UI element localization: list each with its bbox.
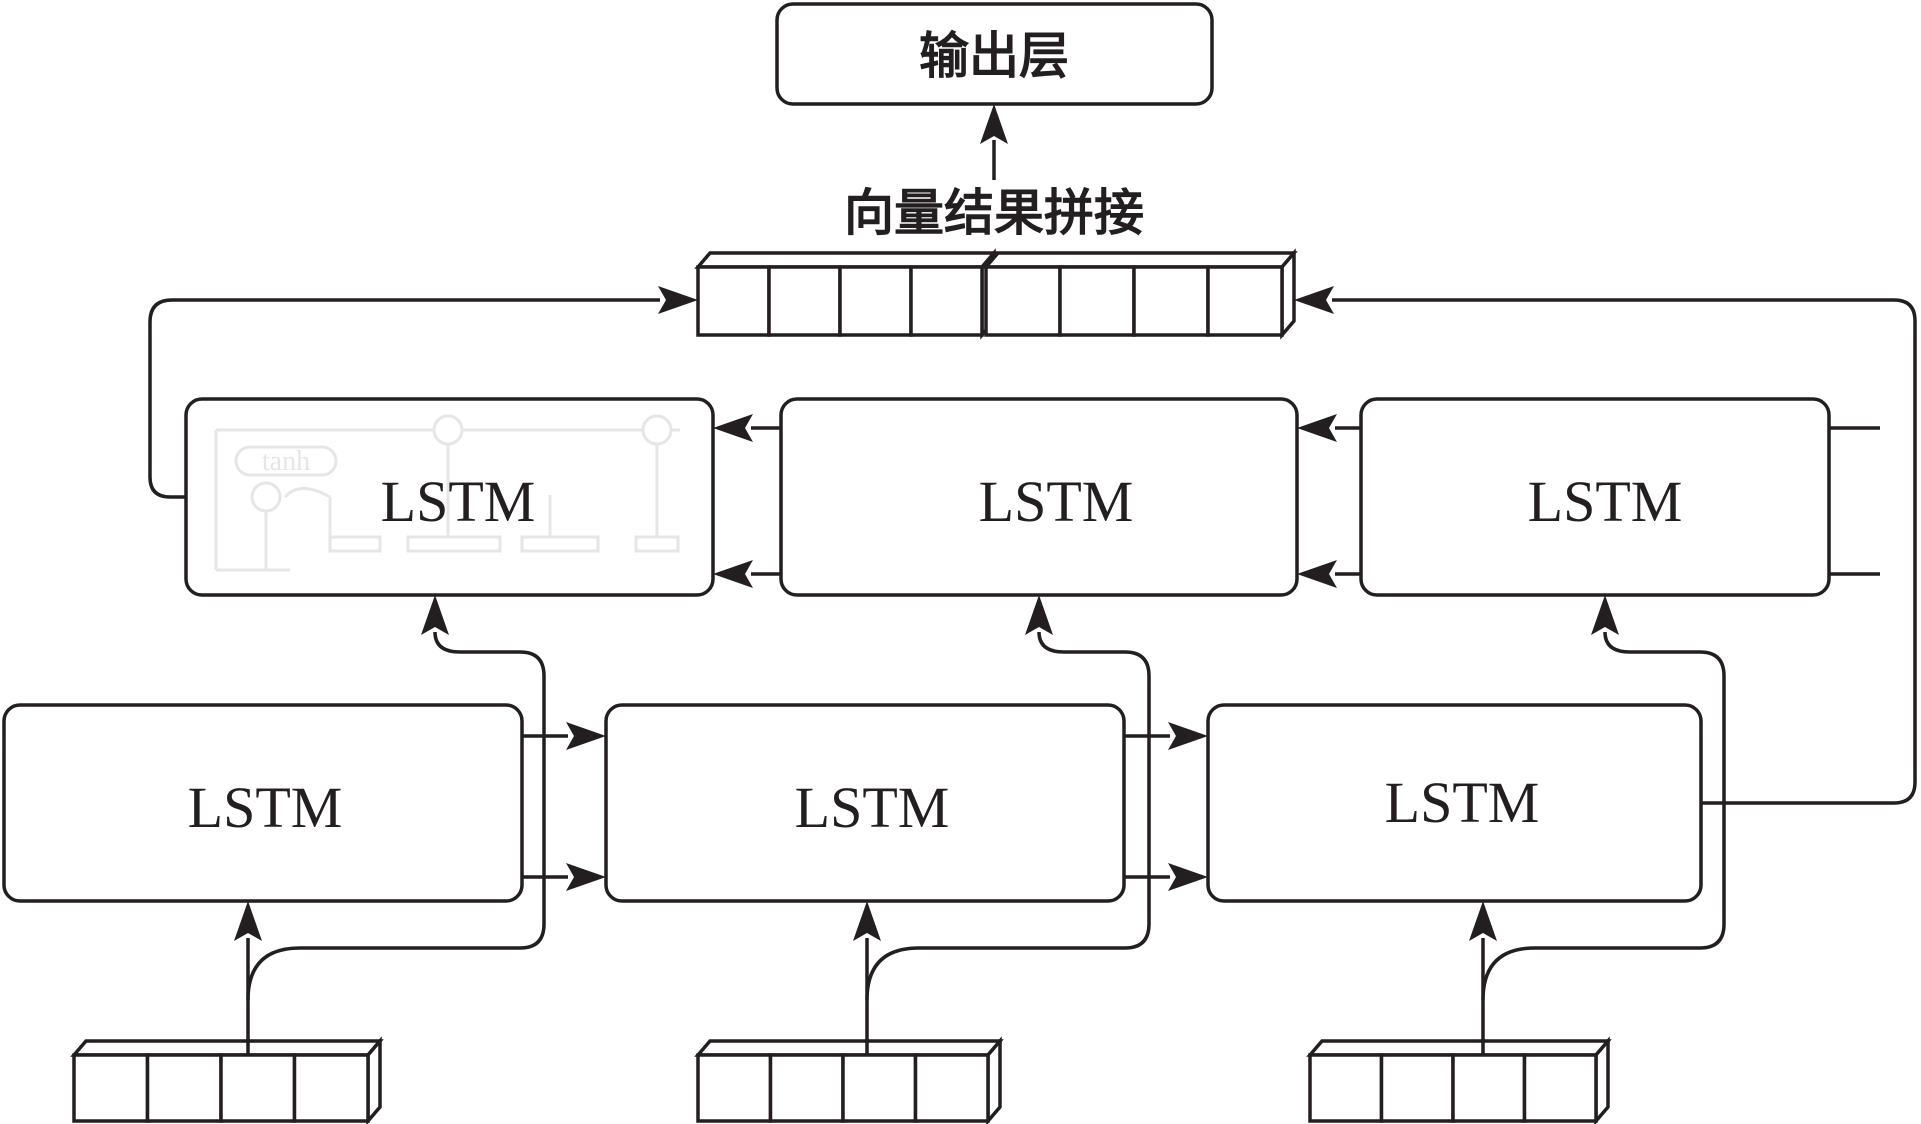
backward-lstm-row: tanh LSTM LSTM bbox=[184, 397, 1880, 597]
concat-vector bbox=[694, 248, 1298, 340]
input-vector-1 bbox=[70, 1036, 384, 1124]
concat-vector-left bbox=[694, 248, 998, 340]
input-arrows-3 bbox=[1469, 595, 1726, 1055]
forward-lstm-cell-3: LSTM bbox=[1206, 703, 1703, 903]
arrow-concat-to-output bbox=[980, 104, 1008, 180]
backward-lstm-label-2: LSTM bbox=[979, 469, 1134, 534]
forward-arrows-2-to-3 bbox=[1124, 722, 1208, 891]
forward-lstm-cell-2: LSTM bbox=[604, 703, 1126, 903]
concat-label: 向量结果拼接 bbox=[844, 184, 1144, 242]
backward-lstm-label-3: LSTM bbox=[1528, 469, 1683, 534]
input-vector-2 bbox=[694, 1036, 1004, 1124]
faint-lstm-internals: tanh bbox=[214, 414, 680, 572]
backward-output-path bbox=[148, 286, 698, 499]
output-layer: 输出层 bbox=[775, 2, 1214, 106]
forward-lstm-label-3: LSTM bbox=[1385, 770, 1540, 835]
input-arrows-1 bbox=[234, 595, 546, 1055]
forward-lstm-row: LSTM LSTM LSTM bbox=[2, 703, 1703, 903]
forward-lstm-label-1: LSTM bbox=[188, 775, 343, 840]
backward-lstm-cell-1: tanh LSTM bbox=[184, 397, 715, 597]
faint-tanh-label: tanh bbox=[262, 446, 310, 477]
backward-initial-state-lines bbox=[1829, 426, 1880, 576]
forward-arrows-1-to-2 bbox=[522, 722, 606, 891]
backward-lstm-cell-2: LSTM bbox=[779, 397, 1299, 597]
backward-lstm-label-1: LSTM bbox=[381, 469, 536, 534]
concat-vector-right bbox=[982, 248, 1298, 340]
forward-lstm-label-2: LSTM bbox=[795, 775, 950, 840]
backward-arrows-2-to-1 bbox=[713, 414, 781, 588]
forward-output-path bbox=[1294, 286, 1917, 805]
backward-arrows-3-to-2 bbox=[1297, 414, 1361, 588]
input-vector-3 bbox=[1306, 1036, 1612, 1124]
output-layer-label: 输出层 bbox=[919, 27, 1069, 85]
forward-lstm-cell-1: LSTM bbox=[2, 703, 524, 903]
backward-lstm-cell-3: LSTM bbox=[1359, 397, 1831, 597]
input-arrows-2 bbox=[853, 595, 1151, 1055]
